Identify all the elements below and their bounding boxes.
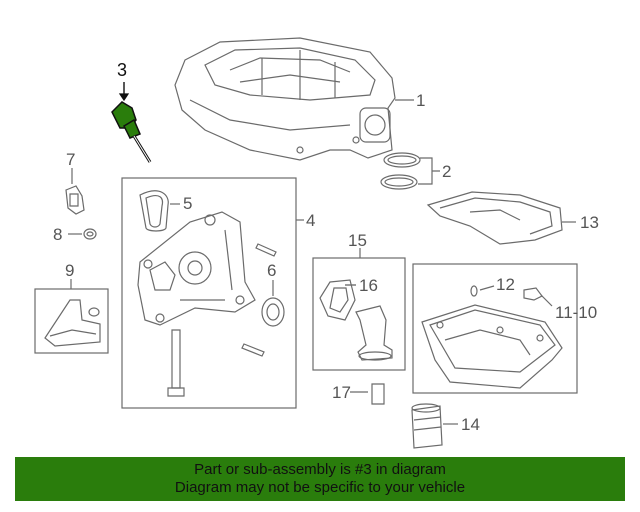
callout-2[interactable]: 2 xyxy=(442,162,451,181)
callout-1[interactable]: 1 xyxy=(416,91,425,110)
intake-manifold-part[interactable] xyxy=(174,37,396,161)
callout-15[interactable]: 15 xyxy=(348,231,367,250)
dipstick-part[interactable] xyxy=(111,101,152,163)
callout-4[interactable]: 4 xyxy=(306,211,315,230)
oil-pan-part[interactable] xyxy=(421,304,563,389)
stud-bolt-part[interactable] xyxy=(167,243,277,397)
oil-strainer-frame xyxy=(34,288,109,354)
oil-pump-frame xyxy=(121,177,297,409)
banner-line-1: Part or sub-assembly is #3 in diagram xyxy=(194,461,446,478)
drain-bolt-part[interactable] xyxy=(523,287,543,301)
callout-3[interactable]: 3 xyxy=(117,60,127,80)
banner-line-2: Diagram may not be specific to your vehi… xyxy=(174,479,466,496)
drain-washer-part[interactable] xyxy=(470,285,478,297)
callout-16[interactable]: 16 xyxy=(359,276,378,295)
oil-pressure-switch-part[interactable] xyxy=(65,185,85,215)
baffle-plate-part[interactable] xyxy=(426,191,563,245)
sealing-washer-part[interactable] xyxy=(83,228,97,240)
oil-filter-part[interactable] xyxy=(411,403,443,449)
filter-fitting-part[interactable] xyxy=(371,383,385,405)
gasket-rings-part[interactable] xyxy=(380,152,421,190)
callout-9[interactable]: 9 xyxy=(65,261,74,280)
oil-strainer-part[interactable] xyxy=(44,299,101,347)
oil-pump-seal-part[interactable] xyxy=(139,190,169,232)
oil-seal-part[interactable] xyxy=(261,297,285,327)
callout-7[interactable]: 7 xyxy=(66,150,75,169)
filter-housing-part[interactable] xyxy=(319,279,393,361)
callout-8[interactable]: 8 xyxy=(53,225,62,244)
callout-6[interactable]: 6 xyxy=(267,261,276,280)
oil-pump-part[interactable] xyxy=(137,211,256,326)
callout-12[interactable]: 12 xyxy=(496,275,515,294)
oil-pan-frame xyxy=(412,263,578,394)
callout-17[interactable]: 17 xyxy=(332,383,351,402)
callout-13[interactable]: 13 xyxy=(580,213,599,232)
callout-11-10[interactable]: 11-10 xyxy=(555,303,597,322)
callout-14[interactable]: 14 xyxy=(461,415,480,434)
callout-5[interactable]: 5 xyxy=(183,194,192,213)
filter-housing-frame xyxy=(312,257,406,371)
diagram-notice-banner: Part or sub-assembly is #3 in diagram Di… xyxy=(15,457,625,501)
